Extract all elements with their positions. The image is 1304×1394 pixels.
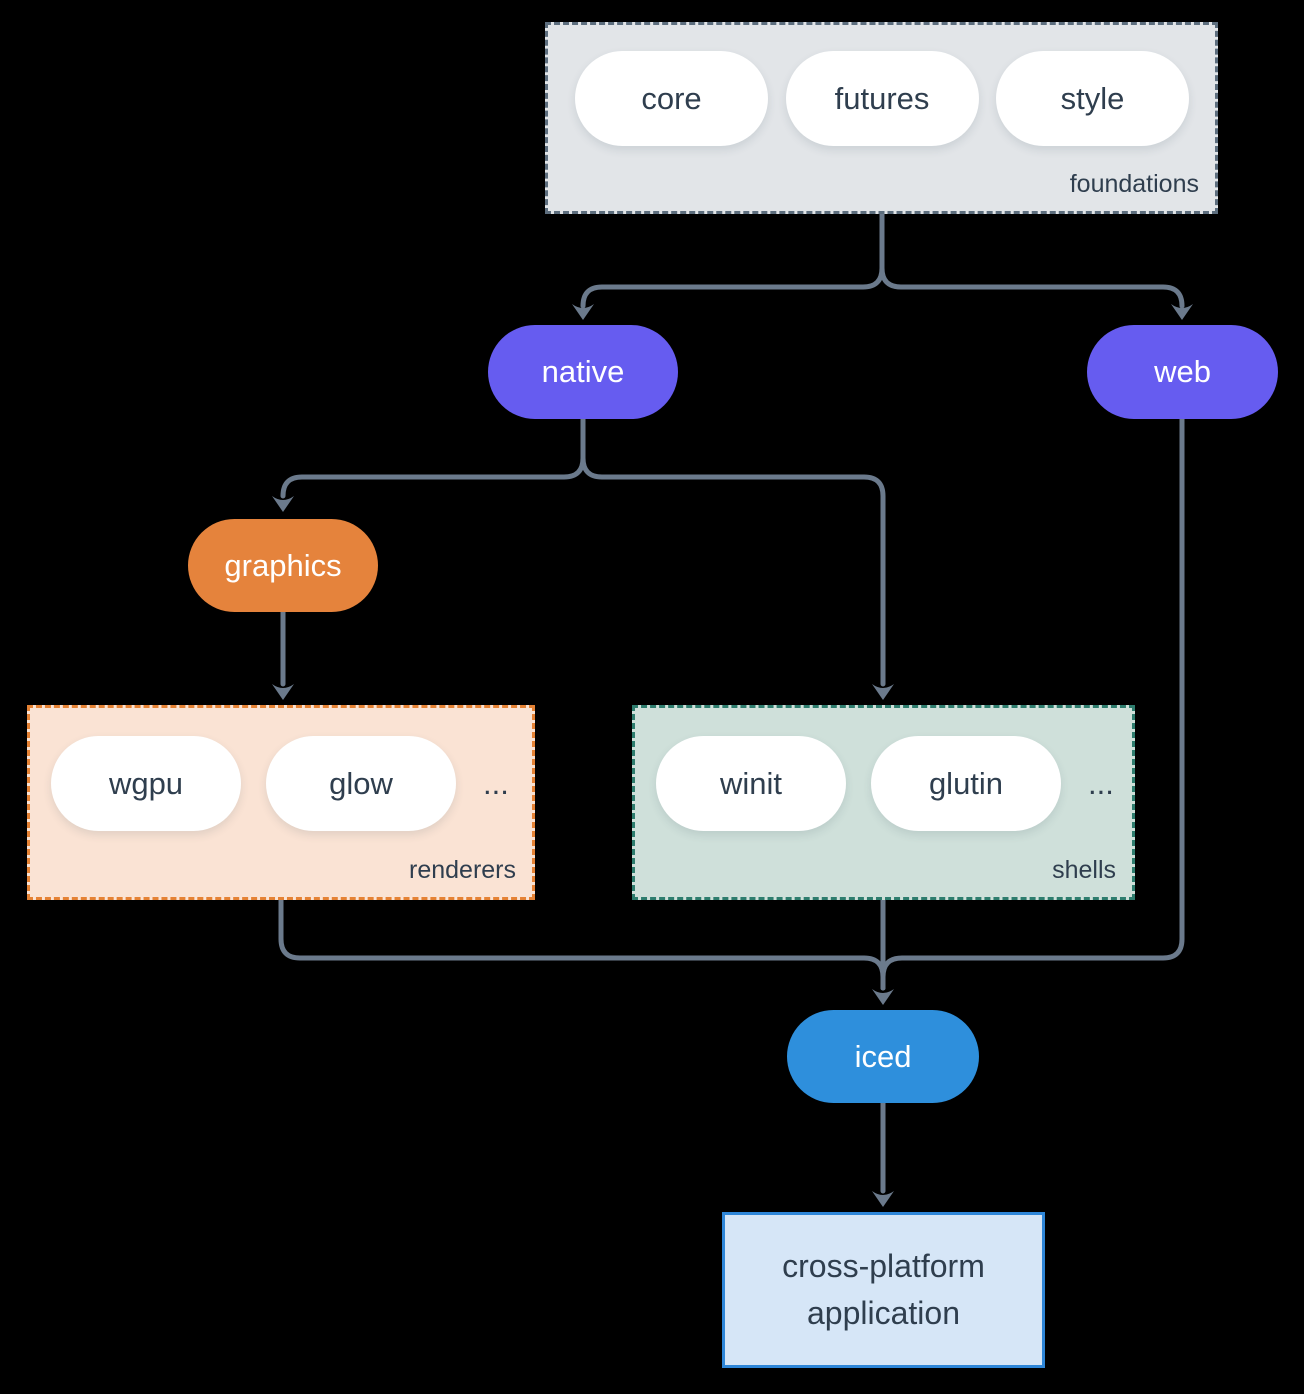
edge-web-iced [880,415,1185,991]
edge-graphics-renderers [272,608,294,700]
renderers-pill-row: wgpu glow ... [30,708,532,831]
shells-group: winit glutin ... shells [632,705,1135,900]
shells-ellipsis: ... [1088,765,1114,801]
edge-foundations-native [572,211,885,320]
edge-foundations-web [879,211,1193,320]
foundations-label: foundations [1069,170,1199,198]
edge-renderers-iced [278,897,886,991]
pill-futures: futures [785,51,979,146]
node-iced: iced [787,1010,979,1103]
cross-platform-application-box: cross-platform application [722,1212,1045,1368]
node-graphics: graphics [188,519,378,612]
node-web: web [1087,325,1278,419]
edge-native-graphics [272,416,586,512]
edge-shells-iced [872,897,894,1005]
shells-label: shells [1052,856,1116,884]
foundations-group: core futures style foundations [545,22,1218,214]
app-text-line1: cross-platform [782,1248,985,1284]
pill-style: style [996,51,1189,146]
node-native: native [488,325,678,419]
edge-native-shells [580,416,894,700]
renderers-ellipsis: ... [483,765,509,801]
renderers-group: wgpu glow ... renderers [27,705,535,900]
pill-wgpu: wgpu [51,736,241,831]
shells-pill-row: winit glutin ... [635,708,1132,831]
pill-winit: winit [656,736,846,831]
pill-glow: glow [266,736,456,831]
app-text-line2: application [807,1295,960,1331]
renderers-label: renderers [409,856,516,884]
edge-iced-application [872,1100,894,1207]
pill-glutin: glutin [871,736,1061,831]
pill-core: core [575,51,768,146]
foundations-pill-row: core futures style [548,25,1215,146]
